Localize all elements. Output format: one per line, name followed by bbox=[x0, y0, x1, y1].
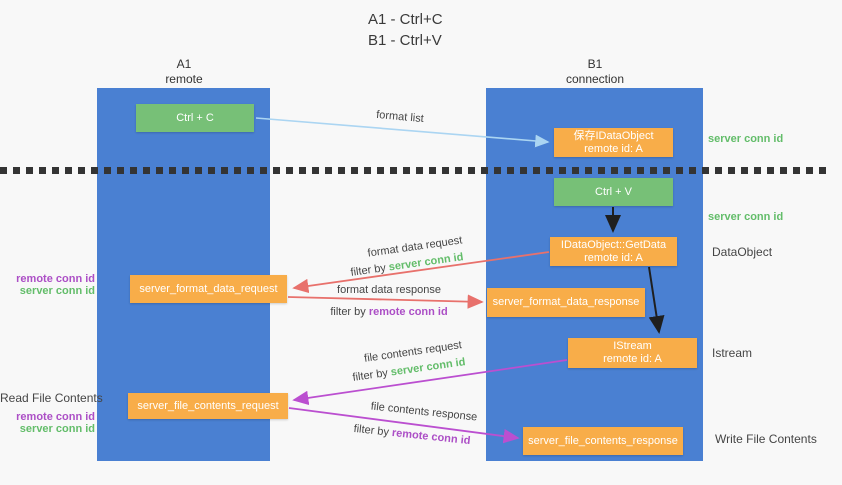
diagram-title: A1 - Ctrl+C B1 - Ctrl+V bbox=[368, 9, 443, 51]
column-a1-subtitle: remote bbox=[165, 72, 203, 86]
label-filter-by-server-conn-id-1: filter by server conn id bbox=[350, 251, 464, 279]
node-getdata-line2: remote id: A bbox=[584, 251, 643, 264]
label-istream: Istream bbox=[712, 346, 753, 360]
node-format-request-label: server_format_data_request bbox=[139, 282, 278, 295]
node-server-file-contents-response: server_file_contents_response bbox=[523, 427, 683, 455]
label-server-conn-id-mid: server conn id bbox=[708, 211, 784, 223]
column-b1-name: B1 bbox=[587, 57, 603, 71]
label-remote-conn-id-left2: remote conn id bbox=[16, 411, 95, 423]
label-server-conn-id-left1: server conn id bbox=[19, 285, 95, 297]
node-server-format-data-response: server_format_data_response bbox=[487, 288, 645, 317]
label-dataobject: DataObject bbox=[712, 245, 773, 259]
node-save-idataobject: 保存IDataObject remote id: A bbox=[554, 128, 673, 157]
title-line2: B1 - Ctrl+V bbox=[368, 32, 442, 49]
column-b1-subtitle: connection bbox=[565, 72, 625, 86]
label-read-file-contents: Read File Contents bbox=[0, 391, 103, 405]
title-line1: A1 - Ctrl+C bbox=[368, 11, 443, 28]
node-istream-line2: remote id: A bbox=[603, 353, 662, 365]
node-getdata-line1: IDataObject::GetData bbox=[560, 238, 667, 251]
label-write-file-contents: Write File Contents bbox=[715, 432, 817, 446]
node-server-format-data-request: server_format_data_request bbox=[130, 275, 287, 303]
label-format-list: format list bbox=[375, 108, 425, 126]
label-format-data-response: format data response bbox=[337, 284, 441, 296]
label-conn-ids-left-2: remote conn id server conn id bbox=[0, 411, 95, 435]
label-conn-ids-left-1: remote conn id server conn id bbox=[0, 273, 95, 297]
column-a1-name: A1 bbox=[176, 57, 192, 71]
label-filter-by-remote-conn-id-2: filter by remote conn id bbox=[330, 306, 447, 318]
node-ctrl-v-label: Ctrl + V bbox=[595, 185, 632, 198]
node-file-response-label: server_file_contents_response bbox=[528, 434, 678, 447]
node-ctrl-v: Ctrl + V bbox=[554, 178, 673, 206]
node-ctrl-c: Ctrl + C bbox=[136, 104, 254, 132]
node-istream: IStream remote id: A bbox=[568, 338, 697, 368]
node-format-response-label: server_format_data_response bbox=[492, 296, 640, 308]
node-istream-line1: IStream bbox=[613, 340, 652, 352]
label-remote-conn-id-left1: remote conn id bbox=[16, 273, 95, 285]
filter-by-text-1: filter by bbox=[349, 262, 387, 279]
remote-conn-id-text-2: remote conn id bbox=[368, 306, 448, 318]
node-save-idataobject-line1: 保存IDataObject bbox=[573, 129, 654, 142]
node-ctrl-c-label: Ctrl + C bbox=[176, 111, 214, 124]
column-header-a1: A1 remote bbox=[134, 57, 234, 87]
node-idataobject-getdata: IDataObject::GetData remote id: A bbox=[550, 237, 677, 266]
dashed-separator bbox=[0, 167, 827, 174]
filter-by-text-2: filter by bbox=[330, 306, 366, 318]
filter-by-text-4: filter by bbox=[353, 422, 390, 439]
label-server-conn-id-top: server conn id bbox=[708, 133, 784, 145]
node-server-file-contents-request: server_file_contents_request bbox=[128, 393, 288, 419]
label-filter-by-remote-conn-id-4: filter by remote conn id bbox=[353, 423, 471, 447]
label-server-conn-id-left2: server conn id bbox=[19, 423, 95, 435]
label-file-contents-response: file contents response bbox=[370, 400, 478, 424]
arrow-format-data-response bbox=[287, 294, 484, 309]
column-header-b1: B1 connection bbox=[540, 57, 650, 87]
node-save-idataobject-line2: remote id: A bbox=[584, 142, 643, 155]
remote-conn-id-text-4: remote conn id bbox=[391, 426, 471, 448]
node-file-request-label: server_file_contents_request bbox=[137, 399, 279, 412]
filter-by-text-3: filter by bbox=[351, 367, 389, 384]
